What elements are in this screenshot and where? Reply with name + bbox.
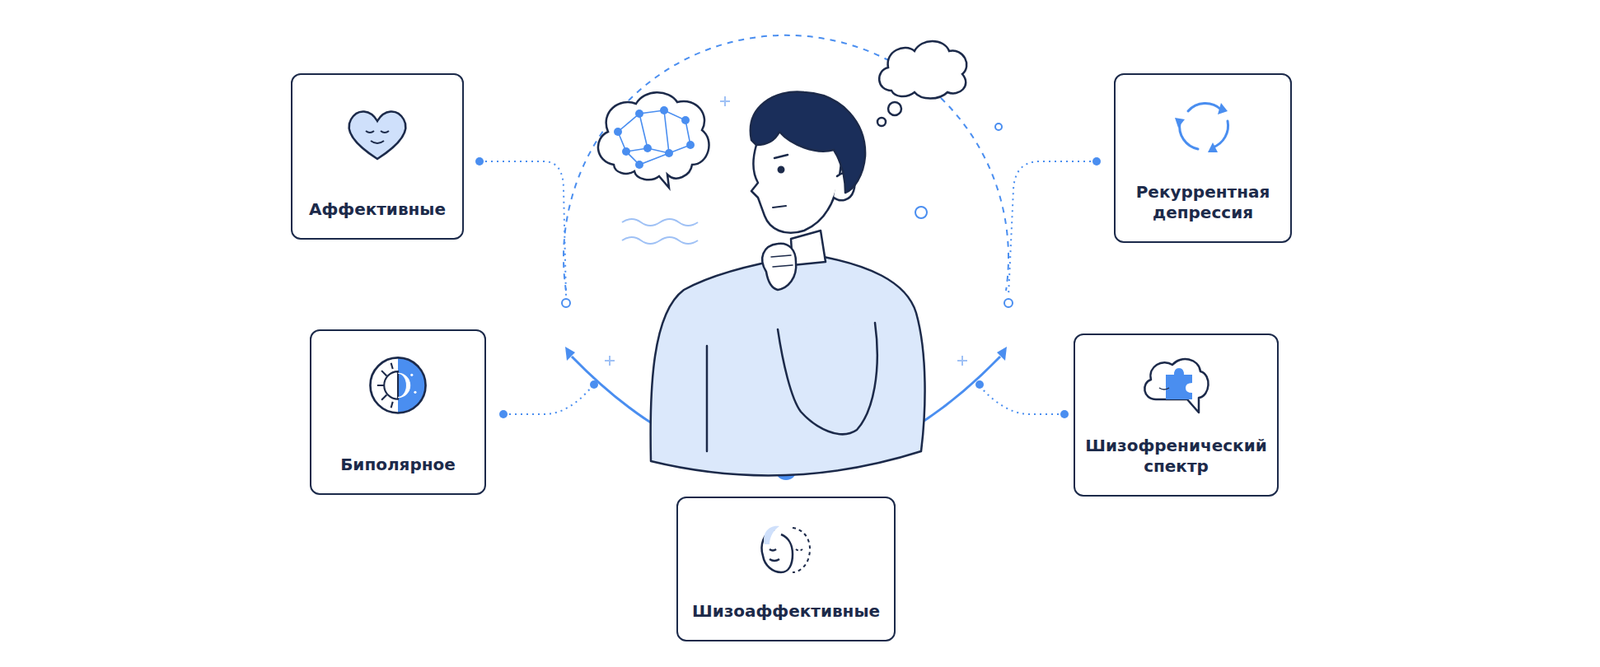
- schizoaffective-box: Шизоаффективные: [676, 496, 896, 642]
- schizophrenia-spectrum-box: Шизофренический спектр: [1073, 333, 1278, 497]
- arc-arrow: [565, 346, 576, 361]
- node-label: Рекуррентная депрессия: [1125, 182, 1281, 224]
- person-figure: [650, 92, 926, 477]
- arc-arrow: [996, 346, 1007, 361]
- node-label: Биполярное: [340, 454, 456, 476]
- bipolar-box: Биполярное: [309, 329, 487, 496]
- category-icon: [744, 513, 828, 581]
- node-label: Шизоаффективные: [692, 601, 880, 623]
- category-icon: [336, 99, 419, 168]
- thought-cloud: [877, 41, 967, 127]
- category-icon: [1134, 350, 1217, 418]
- brain-icon: [598, 92, 710, 188]
- category-icon: [1161, 93, 1245, 161]
- node-label: Аффективные: [308, 199, 446, 220]
- node-label: Шизофренический спектр: [1085, 435, 1267, 478]
- category-icon: [354, 350, 442, 422]
- recurrent-depression-box: Рекуррентная депрессия: [1113, 73, 1292, 244]
- dashed-orbit: [563, 35, 1009, 291]
- affective-box: Аффективные: [290, 73, 464, 240]
